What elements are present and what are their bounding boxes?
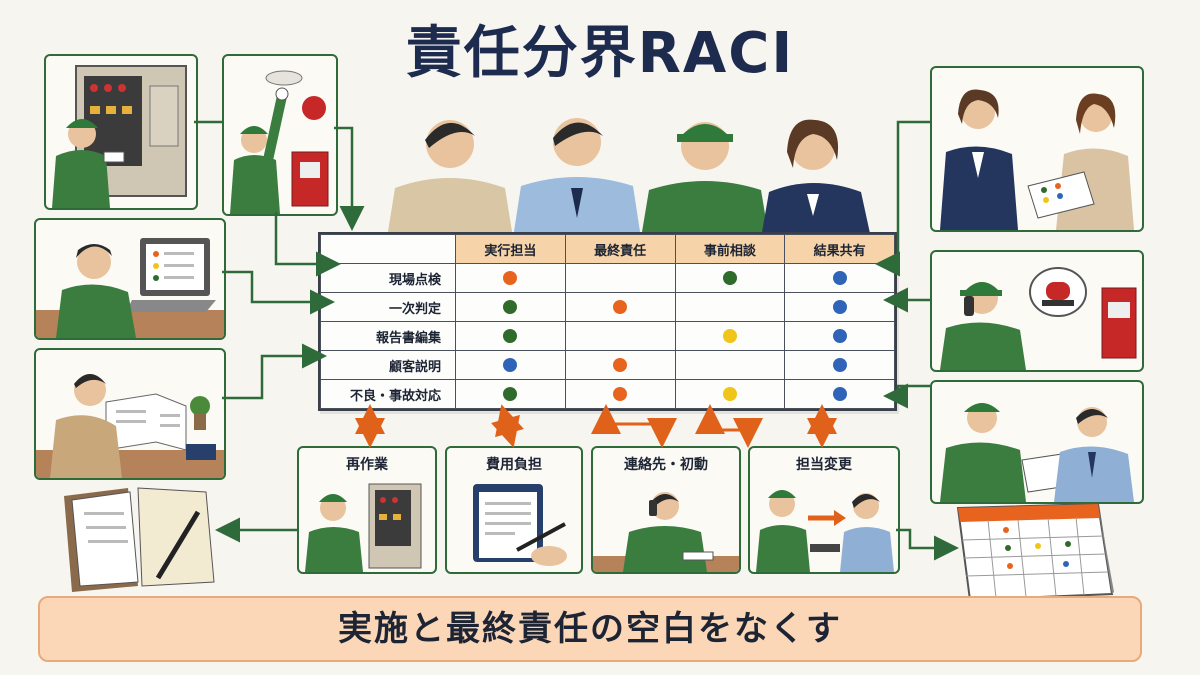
page-title: 責任分界RACI [405, 21, 795, 86]
raci-row-label: 不良・事故対応 [320, 379, 456, 409]
raci-dot-yellow [722, 387, 737, 401]
box-cost-burden: 費用負担 [445, 446, 583, 574]
panel-laptop-work [34, 218, 226, 340]
raci-cell [455, 292, 566, 322]
panel-electrical-cabinet [44, 54, 198, 210]
calendar-illustration [948, 500, 1118, 602]
raci-dot-green [503, 387, 518, 401]
raci-cell [674, 350, 786, 380]
raci-cell [674, 292, 786, 322]
raci-dot-blue [832, 329, 847, 343]
raci-cell [784, 350, 895, 380]
raci-corner-cell [320, 234, 456, 264]
box-contact-initial-response: 連絡先・初動 [591, 446, 741, 574]
worker-checking-detector-illustration [230, 70, 329, 214]
workers-discussing-illustration [940, 403, 1134, 502]
raci-dot-orange [613, 387, 628, 401]
raci-column-header: 結果共有 [784, 234, 895, 264]
raci-row: 顧客説明 [320, 350, 895, 380]
raci-dot-orange [613, 358, 628, 372]
raci-dot-blue [832, 271, 847, 285]
person-blue-uniform [513, 118, 641, 238]
handover-illustration [756, 490, 894, 572]
box-change-label: 担当変更 [796, 457, 852, 473]
raci-cell [784, 379, 895, 409]
raci-column-header: 事前相談 [674, 234, 786, 264]
panel-reading-manual [34, 348, 226, 480]
raci-cell [564, 321, 676, 351]
raci-cell [564, 379, 676, 409]
person-reading-document-illustration [36, 374, 224, 478]
raci-dot-green [503, 329, 518, 343]
raci-dot-blue [832, 300, 847, 314]
raci-column-header: 実行担当 [455, 234, 566, 264]
box-contact-label: 連絡先・初動 [624, 457, 708, 473]
panel-customer-explanation [930, 66, 1144, 232]
raci-row: 不良・事故対応 [320, 379, 895, 409]
panel-handover-discussion [930, 380, 1144, 504]
raci-dot-blue [503, 358, 518, 372]
bottom-banner: 実施と最終責任の空白をなくす [38, 596, 1142, 662]
raci-cell [564, 292, 676, 322]
worker-on-phone-alarm-illustration [940, 267, 1137, 370]
raci-dot-orange [613, 300, 628, 314]
open-document-illustration [58, 482, 218, 594]
team-members-illustration [365, 108, 875, 238]
raci-cell [674, 321, 786, 351]
orange-arrow-cost [491, 404, 524, 448]
orange-arrow-change-a [695, 404, 763, 448]
person-green-uniform [641, 122, 769, 238]
signing-clipboard-illustration [473, 484, 567, 566]
raci-cell [564, 263, 676, 293]
raci-cell [455, 263, 566, 293]
person-on-laptop-illustration [36, 238, 224, 338]
orange-arrow-contact [591, 404, 677, 448]
worker-at-panel-illustration [305, 483, 422, 572]
worker-on-phone-desk-illustration [593, 492, 739, 572]
raci-cell [674, 379, 786, 409]
arrow-change-to-calendar [896, 528, 959, 561]
raci-dot-blue [832, 358, 847, 372]
raci-column-header: 最終責任 [564, 234, 676, 264]
raci-cell [784, 321, 895, 351]
raci-row-label: 現場点検 [320, 263, 456, 293]
panel-alarm-check [222, 54, 338, 216]
raci-row-label: 報告書編集 [320, 321, 456, 351]
raci-cell [784, 292, 895, 322]
raci-cell [564, 350, 676, 380]
person-navy-suit [761, 119, 871, 238]
raci-cell [674, 263, 786, 293]
box-rework: 再作業 [297, 446, 437, 574]
raci-row-label: 顧客説明 [320, 350, 456, 380]
raci-cell [455, 350, 566, 380]
arrow-laptop-to-table [222, 270, 335, 315]
raci-cell [455, 379, 566, 409]
staff-explaining-to-customer-illustration [940, 89, 1134, 230]
raci-row: 一次判定 [320, 292, 895, 322]
raci-dot-orange [503, 271, 518, 285]
raci-cell [784, 263, 895, 293]
panel-phone-alarm [930, 250, 1144, 372]
raci-dot-green [722, 271, 737, 285]
raci-table: 実行担当 最終責任 事前相談 結果共有 現場点検一次判定報告書編集顧客説明不良・… [320, 234, 895, 409]
box-cost-burden-label: 費用負担 [486, 457, 542, 473]
raci-dot-yellow [722, 329, 737, 343]
raci-row: 現場点検 [320, 263, 895, 293]
raci-header-row: 実行担当 最終責任 事前相談 結果共有 [320, 234, 895, 264]
raci-dot-blue [832, 387, 847, 401]
box-rework-label: 再作業 [346, 457, 388, 473]
raci-table-sheet: 実行担当 最終責任 事前相談 結果共有 現場点検一次判定報告書編集顧客説明不良・… [318, 232, 897, 411]
arrow-reading-to-table [222, 343, 327, 400]
raci-dot-green [503, 300, 518, 314]
raci-row: 報告書編集 [320, 321, 895, 351]
raci-cell [455, 321, 566, 351]
raci-row-label: 一次判定 [320, 292, 456, 322]
worker-at-cabinet-illustration [52, 65, 187, 208]
person-beige-uniform [387, 120, 513, 238]
box-person-in-charge-change: 担当変更 [748, 446, 900, 574]
